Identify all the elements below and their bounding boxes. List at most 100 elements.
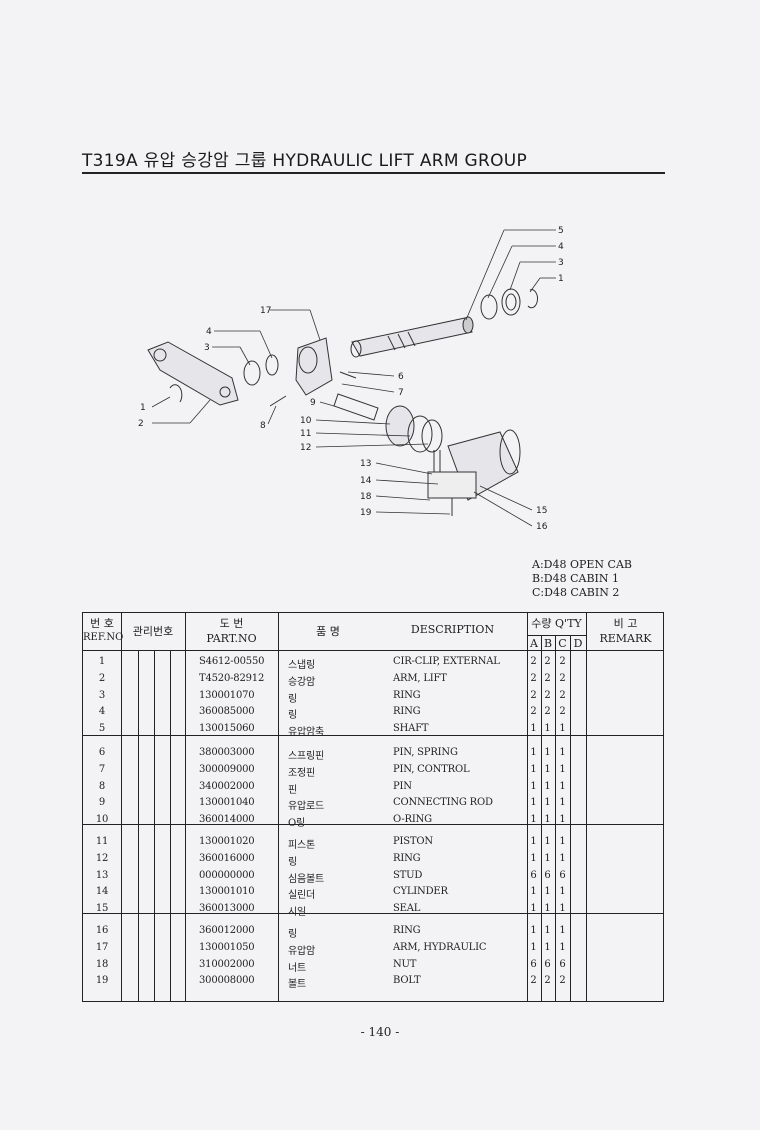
cell-desc: RING [393, 925, 421, 936]
cell-c: 2 [559, 975, 566, 987]
callout-4b: 4 [558, 242, 564, 252]
header-name-ko: 품 명 [316, 625, 340, 638]
cell-ref: 12 [95, 852, 109, 864]
cell-name: 너트 [288, 962, 306, 974]
page-number: - 140 - [360, 1025, 400, 1039]
parts-table: 번 호 REF.NO 관리번호 도 번 PART.NO 품 명 DESCRIPT… [82, 612, 664, 1002]
legend-item-c: C:D48 CABIN 2 [532, 586, 620, 599]
cell-c: 2 [559, 672, 566, 684]
cell-ref: 16 [95, 925, 109, 936]
cell-name: 시일 [288, 907, 306, 919]
cell-ref: 7 [98, 763, 106, 775]
cell-name: 유압암 [288, 945, 315, 957]
callout-9: 9 [310, 398, 316, 408]
cell-desc: PIN [393, 780, 412, 792]
cell-desc: RING [393, 689, 421, 701]
cell-c: 2 [559, 706, 566, 718]
header-ref-ko: 번 호 [90, 617, 114, 630]
title-rule [82, 172, 665, 174]
cell-part: 360016000 [199, 852, 255, 864]
cell-b: 6 [544, 869, 551, 881]
cell-b: 1 [544, 886, 551, 898]
cell-desc: NUT [393, 958, 417, 970]
header-mgmt: 관리번호 [132, 625, 174, 638]
cell-desc: STUD [393, 869, 423, 881]
header-part-ko: 도 번 [219, 617, 244, 630]
cell-a: 2 [530, 656, 537, 667]
cell-c: 1 [559, 925, 566, 936]
cell-part: 130001040 [199, 797, 255, 809]
cell-c: 1 [559, 780, 566, 792]
cell-c: 1 [559, 903, 566, 915]
cell-ref: 13 [95, 869, 109, 881]
cell-ref: 8 [98, 780, 106, 792]
cell-name: 유압암축 [288, 727, 324, 739]
cell-a: 2 [530, 689, 537, 701]
cell-a: 1 [530, 763, 537, 775]
cell-ref: 17 [95, 941, 109, 953]
cell-b: 6 [544, 958, 551, 970]
cell-a: 1 [530, 941, 537, 953]
cell-c: 2 [559, 656, 566, 667]
header-part-en: PART.NO [206, 632, 257, 645]
cell-ref: 4 [98, 706, 106, 718]
cell-part: 360013000 [199, 903, 255, 915]
callout-17: 17 [260, 306, 271, 316]
cell-c: 1 [559, 797, 566, 809]
cell-b: 1 [544, 797, 551, 809]
cell-desc: SHAFT [393, 723, 429, 735]
header-remark-en: REMARK [599, 632, 652, 645]
cell-part: 360014000 [199, 814, 255, 826]
callout-7: 7 [398, 388, 404, 398]
cell-ref: 9 [98, 797, 106, 809]
cell-part: 380003000 [199, 747, 255, 758]
cell-a: 2 [530, 706, 537, 718]
cell-a: 6 [530, 869, 537, 881]
lift-arm-part [147, 341, 239, 406]
cell-a: 1 [530, 747, 537, 758]
header-ref-en: REF.NO [83, 632, 124, 643]
cell-part: 000000000 [199, 869, 255, 881]
cell-ref: 3 [98, 689, 106, 701]
cell-c: 1 [559, 814, 566, 826]
cell-a: 6 [530, 958, 537, 970]
cell-desc: CONNECTING ROD [393, 797, 493, 809]
cell-b: 2 [544, 706, 551, 718]
cell-part: 130001050 [199, 941, 255, 953]
cell-ref: 14 [95, 886, 109, 898]
callout-19: 19 [360, 508, 372, 518]
cell-name: 스냅링 [288, 660, 315, 671]
cell-b: 1 [544, 814, 551, 826]
cell-b: 1 [544, 723, 551, 735]
cell-part: 130001070 [199, 689, 255, 701]
cell-b: 2 [544, 689, 551, 701]
cell-a: 1 [530, 780, 537, 792]
cell-ref: 11 [95, 836, 109, 847]
cell-desc: ARM, HYDRAULIC [393, 941, 487, 953]
cell-part: 310002000 [199, 958, 255, 970]
callout-14: 14 [360, 476, 372, 486]
cell-a: 1 [530, 797, 537, 809]
cell-part: 360085000 [199, 706, 255, 718]
cell-name: 링 [288, 929, 297, 940]
header-col-c: C [558, 637, 567, 650]
cell-name: 볼트 [288, 979, 306, 991]
cell-c: 1 [559, 941, 566, 953]
cell-b: 1 [544, 903, 551, 915]
cell-ref: 5 [98, 723, 106, 735]
cell-b: 1 [544, 763, 551, 775]
cell-desc: ARM, LIFT [393, 672, 447, 684]
cell-part: 130001020 [199, 836, 255, 847]
cell-a: 2 [530, 672, 537, 684]
cell-a: 1 [530, 814, 537, 826]
cell-ref: 15 [95, 903, 109, 915]
header-description: DESCRIPTION [410, 623, 495, 636]
cell-name: 심음볼트 [288, 873, 324, 885]
header-qty: 수량 Q'TY [531, 617, 582, 630]
cell-a: 1 [530, 852, 537, 864]
cell-b: 2 [544, 975, 551, 987]
hydraulic-arm-part [295, 337, 333, 396]
cell-b: 1 [544, 836, 551, 847]
shaft-part [351, 317, 473, 357]
callout-10: 10 [300, 416, 312, 426]
